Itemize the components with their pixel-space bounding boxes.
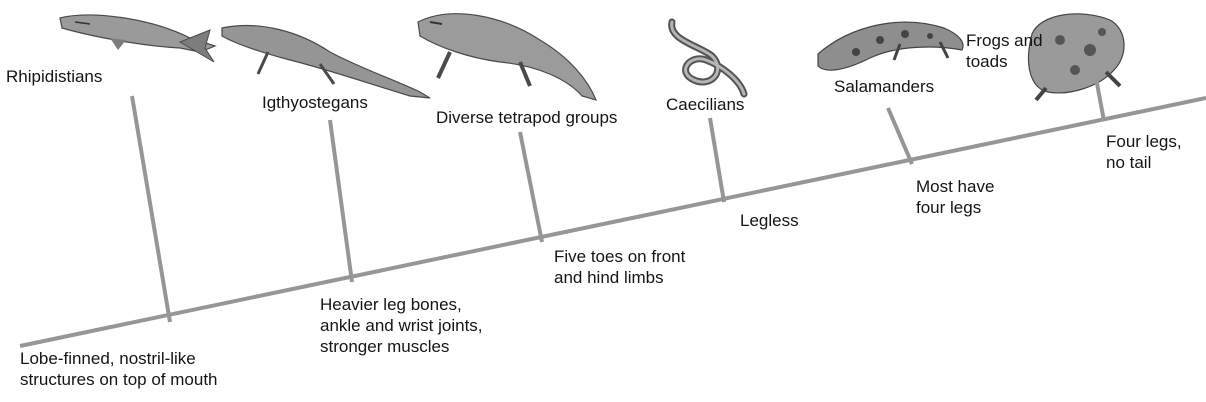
group-label-frogs: Frogs and toads bbox=[966, 30, 1043, 72]
trait-label-four-legs: Most have four legs bbox=[916, 176, 994, 218]
branch-salamanders bbox=[888, 108, 912, 164]
lobe-finned-fish-icon bbox=[60, 15, 215, 62]
branch-caecilians bbox=[710, 118, 724, 202]
branch-rhipidistians bbox=[132, 96, 170, 322]
branch-diverse-tetrapods bbox=[520, 132, 542, 242]
branch-frogs bbox=[1096, 78, 1104, 121]
group-label-caecilians: Caecilians bbox=[666, 94, 744, 115]
caecilian-icon bbox=[672, 22, 744, 94]
group-label-salamanders: Salamanders bbox=[834, 76, 934, 97]
frog-icon bbox=[1029, 14, 1125, 100]
early-tetrapod-icon bbox=[222, 25, 430, 98]
cladogram-trunk bbox=[20, 98, 1206, 346]
trait-label-legless: Legless bbox=[740, 210, 799, 231]
tetrapod-lizard-icon bbox=[418, 14, 596, 100]
group-label-igthyostegans: Igthyostegans bbox=[262, 92, 368, 113]
trait-label-heavier-leg-bones: Heavier leg bones, ankle and wrist joint… bbox=[320, 294, 483, 357]
trait-label-five-toes: Five toes on front and hind limbs bbox=[554, 246, 685, 288]
trait-label-lobe-finned: Lobe-finned, nostril-like structures on … bbox=[20, 348, 218, 390]
salamander-icon bbox=[818, 22, 963, 70]
group-label-diverse: Diverse tetrapod groups bbox=[436, 107, 617, 128]
group-label-rhipidistians: Rhipidistians bbox=[6, 66, 102, 87]
trait-label-no-tail: Four legs, no tail bbox=[1106, 131, 1182, 173]
branch-igthyostegans bbox=[330, 120, 352, 282]
